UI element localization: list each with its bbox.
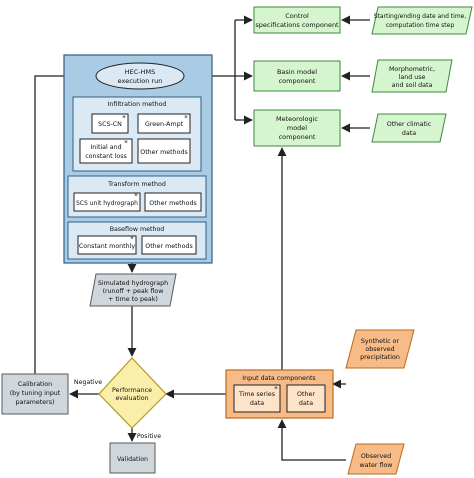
other-data-option: Other data bbox=[286, 384, 326, 413]
green-ampt-option: Green-Ampt * bbox=[137, 113, 191, 134]
time-series-option: Time series data * bbox=[233, 384, 281, 413]
dates-line1: Starting/ending date and time, bbox=[374, 13, 467, 20]
climatic-line1: Other climatic bbox=[387, 121, 432, 128]
validation-label: Validation bbox=[117, 456, 148, 463]
hec-line1: HEC-HMS bbox=[125, 68, 156, 76]
basin-component: Basin model component bbox=[253, 60, 341, 92]
infiltration-other-option: Other methods bbox=[137, 138, 191, 164]
control-component: Control specifications component bbox=[253, 6, 341, 34]
green-ampt-star: * bbox=[184, 114, 188, 122]
infiltration-other-label: Other methods bbox=[140, 149, 187, 156]
morpho-line2: land use bbox=[399, 74, 426, 81]
initial-line2: constant loss bbox=[85, 153, 127, 160]
baseflow-title: Baseflow method bbox=[110, 226, 165, 233]
hec-execution-node: HEC-HMS execution run bbox=[95, 62, 185, 90]
performance-evaluation: Performance evaluation bbox=[98, 357, 167, 429]
simulated-line1: Simulated hydrograph bbox=[98, 280, 168, 287]
time-series-line1: Time series bbox=[238, 391, 275, 398]
hec-hms-panel: HEC-HMS execution run Infiltration metho… bbox=[63, 54, 213, 264]
baseflow-group: Baseflow method Constant monthly * Other… bbox=[67, 221, 207, 260]
meteo-line1: Meteorologic bbox=[276, 115, 318, 123]
input-data-panel: Input data components Time series data *… bbox=[225, 369, 334, 419]
scs-uh-star: * bbox=[134, 192, 138, 200]
transform-group: Transform method SCS unit hydrograph * O… bbox=[67, 175, 207, 218]
infiltration-title: Infiltration method bbox=[108, 101, 167, 108]
initial-line1: Initial and bbox=[90, 144, 121, 151]
positive-label: Positive bbox=[137, 433, 161, 440]
negative-label: Negative bbox=[74, 379, 102, 386]
climatic-data: Other climatic data bbox=[371, 113, 447, 143]
meteorologic-component: Meteorologic model component bbox=[253, 109, 341, 147]
precip-line3: precipitation bbox=[360, 354, 400, 361]
validation-box: Validation bbox=[109, 442, 156, 474]
scs-cn-option: SCS-CN * bbox=[91, 113, 129, 134]
simulated-line3: + time to peak) bbox=[108, 296, 158, 303]
green-ampt-label: Green-Ampt bbox=[145, 121, 184, 128]
control-line1: Control bbox=[285, 12, 309, 20]
simulated-line2: (runoff + peak flow bbox=[103, 288, 164, 295]
morphometric-data: Morphometric, land use and soil data bbox=[371, 59, 453, 93]
initial-star: * bbox=[124, 139, 128, 147]
simulated-hydrograph: Simulated hydrograph (runoff + peak flow… bbox=[89, 273, 177, 307]
morpho-line1: Morphometric, bbox=[389, 66, 435, 73]
morpho-line3: and soil data bbox=[392, 82, 433, 89]
precipitation-data: Synthetic or observed precipitation bbox=[345, 329, 415, 369]
calibration-line2: (by tuning input bbox=[10, 390, 61, 397]
scs-unit-hydrograph-option: SCS unit hydrograph * bbox=[73, 192, 141, 212]
other-data-line1: Other bbox=[297, 391, 315, 398]
meteo-line3: component bbox=[279, 133, 316, 141]
precip-line1: Synthetic or bbox=[361, 338, 400, 345]
observed-line2: water flow bbox=[360, 462, 393, 469]
calibration-line3: parameters) bbox=[16, 399, 55, 406]
scs-cn-label: SCS-CN bbox=[98, 121, 122, 128]
performance-line2: evaluation bbox=[115, 395, 148, 402]
initial-constant-option: Initial and constant loss * bbox=[79, 138, 133, 164]
time-series-line2: data bbox=[250, 400, 264, 407]
observed-line1: Observed bbox=[361, 453, 391, 460]
constant-monthly-option: Constant monthly * bbox=[77, 235, 137, 255]
baseflow-other-label: Other methods bbox=[145, 243, 192, 250]
time-series-star: * bbox=[274, 385, 278, 393]
observed-flow-data: Observed water flow bbox=[347, 443, 405, 475]
basin-line2: component bbox=[279, 77, 316, 85]
transform-title: Transform method bbox=[107, 181, 166, 188]
basin-line1: Basin model bbox=[277, 68, 317, 76]
scs-uh-label: SCS unit hydrograph bbox=[76, 200, 138, 207]
dates-data: Starting/ending date and time, computati… bbox=[371, 6, 473, 35]
input-title: Input data components bbox=[242, 375, 315, 382]
constant-monthly-label: Constant monthly bbox=[79, 243, 135, 250]
control-line2: specifications component bbox=[255, 21, 339, 29]
baseflow-other-option: Other methods bbox=[141, 235, 197, 255]
scs-cn-star: * bbox=[122, 114, 126, 122]
meteo-line2: model bbox=[287, 124, 307, 132]
observed-to-input bbox=[277, 419, 346, 461]
calibration-line1: Calibration bbox=[18, 381, 52, 388]
performance-line1: Performance bbox=[112, 387, 152, 394]
climatic-line2: data bbox=[402, 130, 416, 137]
constant-monthly-star: * bbox=[130, 235, 134, 243]
dates-line2: computation time step bbox=[386, 22, 454, 29]
connectors bbox=[34, 15, 370, 461]
calibration-box: Calibration (by tuning input parameters) bbox=[1, 373, 69, 415]
other-data-line2: data bbox=[299, 400, 313, 407]
precip-line2: observed bbox=[365, 346, 394, 353]
transform-other-label: Other methods bbox=[149, 200, 196, 207]
hec-line2: execution run bbox=[118, 77, 163, 85]
infiltration-group: Infiltration method SCS-CN * Green-Ampt … bbox=[72, 96, 202, 172]
transform-other-option: Other methods bbox=[144, 192, 202, 212]
